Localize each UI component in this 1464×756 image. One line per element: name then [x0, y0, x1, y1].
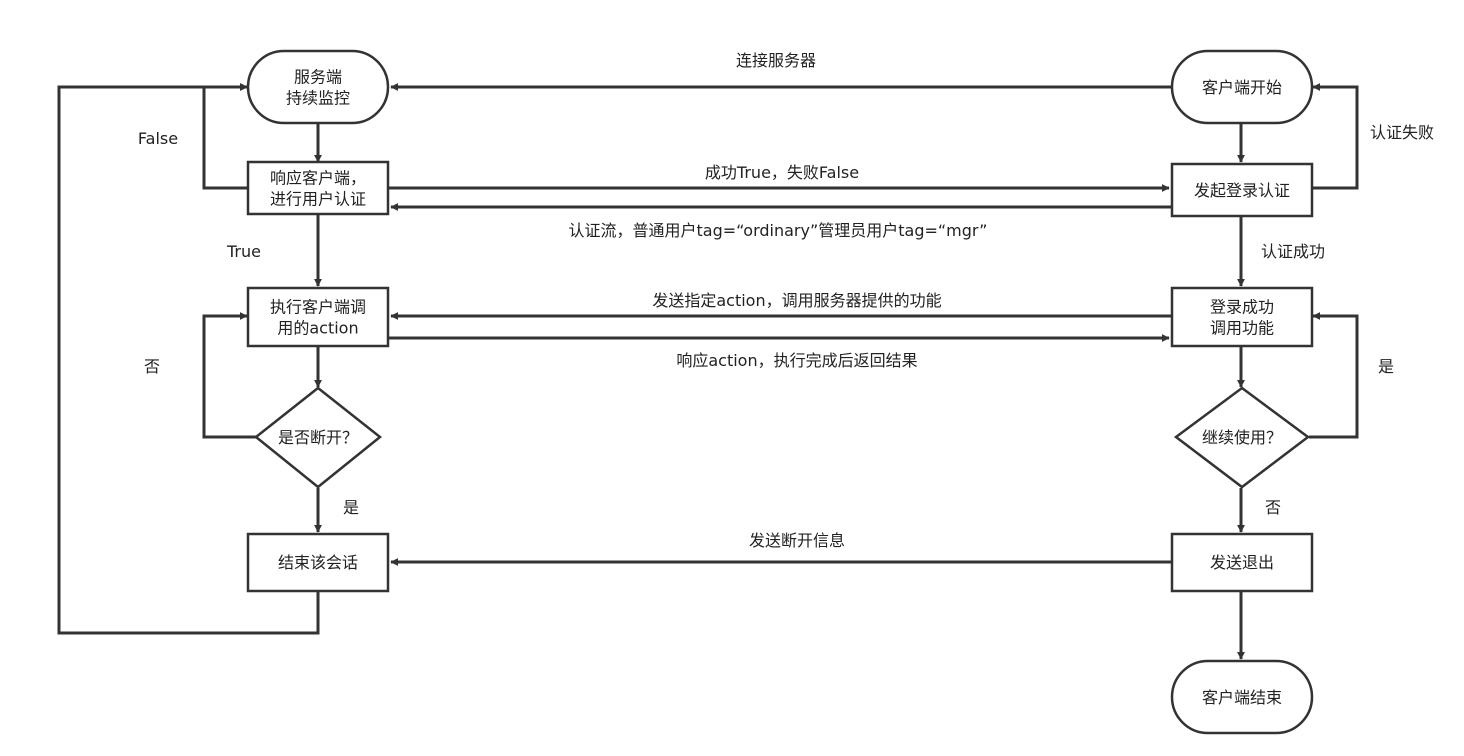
node-server-end-session [246, 532, 390, 593]
nodes: 服务端持续监控 响应客户端， 进行用户认证 执行客户端调用的action 是否断开… [246, 49, 1314, 735]
node-server-decision [253, 386, 383, 489]
edge-client-yes-loop [1309, 312, 1359, 439]
node-text-line: 是否断开？ [278, 428, 358, 447]
node-text-line: 执行客户端调 [270, 298, 366, 317]
label-false: False [138, 129, 178, 148]
node-text-line: 进行用户认证 [270, 190, 366, 209]
node-client-success [1170, 286, 1314, 348]
node-text-line: 服务端 [294, 68, 342, 87]
label-connect-server: 连接服务器 [736, 51, 816, 70]
label-client-no: 否 [1265, 498, 1281, 517]
node-client-decision [1173, 386, 1311, 489]
node-text-line: 发送退出 [1210, 553, 1274, 572]
node-server-end-session-text: 结束该会话 [278, 553, 358, 572]
edge-end-session-to-monitor [57, 83, 320, 635]
node-server-exec [246, 286, 390, 348]
label-send-action: 发送指定action，调用服务器提供的功能 [652, 291, 941, 310]
label-auth-fail: 认证失败 [1370, 123, 1434, 142]
node-text-line: 发起登录认证 [1194, 181, 1290, 200]
node-server-monitor-text: 服务端持续监控 [286, 68, 350, 108]
node-text-line: 客户端开始 [1202, 78, 1282, 97]
node-text-line: 继续使用？ [1202, 428, 1282, 447]
node-server-auth [246, 160, 390, 216]
node-client-decision-text: 继续使用？ [1202, 428, 1282, 447]
node-client-success-text: 登录成功调用功能 [1210, 298, 1274, 338]
node-server-exec-text: 执行客户端调用的action [270, 298, 366, 338]
node-client-quit-text: 发送退出 [1210, 553, 1274, 572]
edges [57, 83, 1359, 660]
node-text-line: 持续监控 [286, 89, 350, 108]
label-server-yes: 是 [343, 498, 359, 517]
label-server-no: 否 [144, 357, 160, 376]
node-server-decision-text: 是否断开？ [278, 428, 358, 447]
node-client-quit [1170, 532, 1314, 593]
label-auth-stream: 认证流，普通用户tag=“ordinary”管理员用户tag=“mgr” [569, 221, 988, 240]
label-respond-action: 响应action，执行完成后返回结果 [676, 351, 917, 370]
label-auth-result: 成功True，失败False [705, 163, 859, 182]
label-true: True [226, 242, 261, 261]
node-text-line: 客户端结束 [1202, 688, 1282, 707]
edge-server-no-loop [202, 312, 256, 439]
node-server-auth-text: 响应客户端， 进行用户认证 [270, 169, 366, 209]
label-client-yes: 是 [1378, 357, 1394, 376]
node-text-line: 调用功能 [1210, 319, 1274, 338]
edge-labels: 连接服务器 False True 成功True，失败False 认证流，普通用户… [138, 51, 1434, 550]
node-client-end [1170, 659, 1314, 735]
edge-auth-false-loop [202, 83, 248, 190]
node-client-login-text: 发起登录认证 [1194, 181, 1290, 200]
node-client-start-text: 客户端开始 [1202, 78, 1282, 97]
label-send-disconnect: 发送断开信息 [749, 531, 845, 550]
node-text-line: 登录成功 [1210, 298, 1274, 317]
label-auth-success: 认证成功 [1261, 242, 1325, 261]
node-text-line: 用的action [277, 319, 358, 338]
node-client-start [1170, 49, 1314, 125]
node-text-line: 响应客户端， [270, 169, 366, 188]
node-server-monitor [246, 49, 390, 125]
edge-auth-fail-loop [1311, 83, 1359, 190]
node-client-end-text: 客户端结束 [1202, 688, 1282, 707]
node-text-line: 结束该会话 [278, 553, 358, 572]
node-client-login [1170, 162, 1314, 218]
